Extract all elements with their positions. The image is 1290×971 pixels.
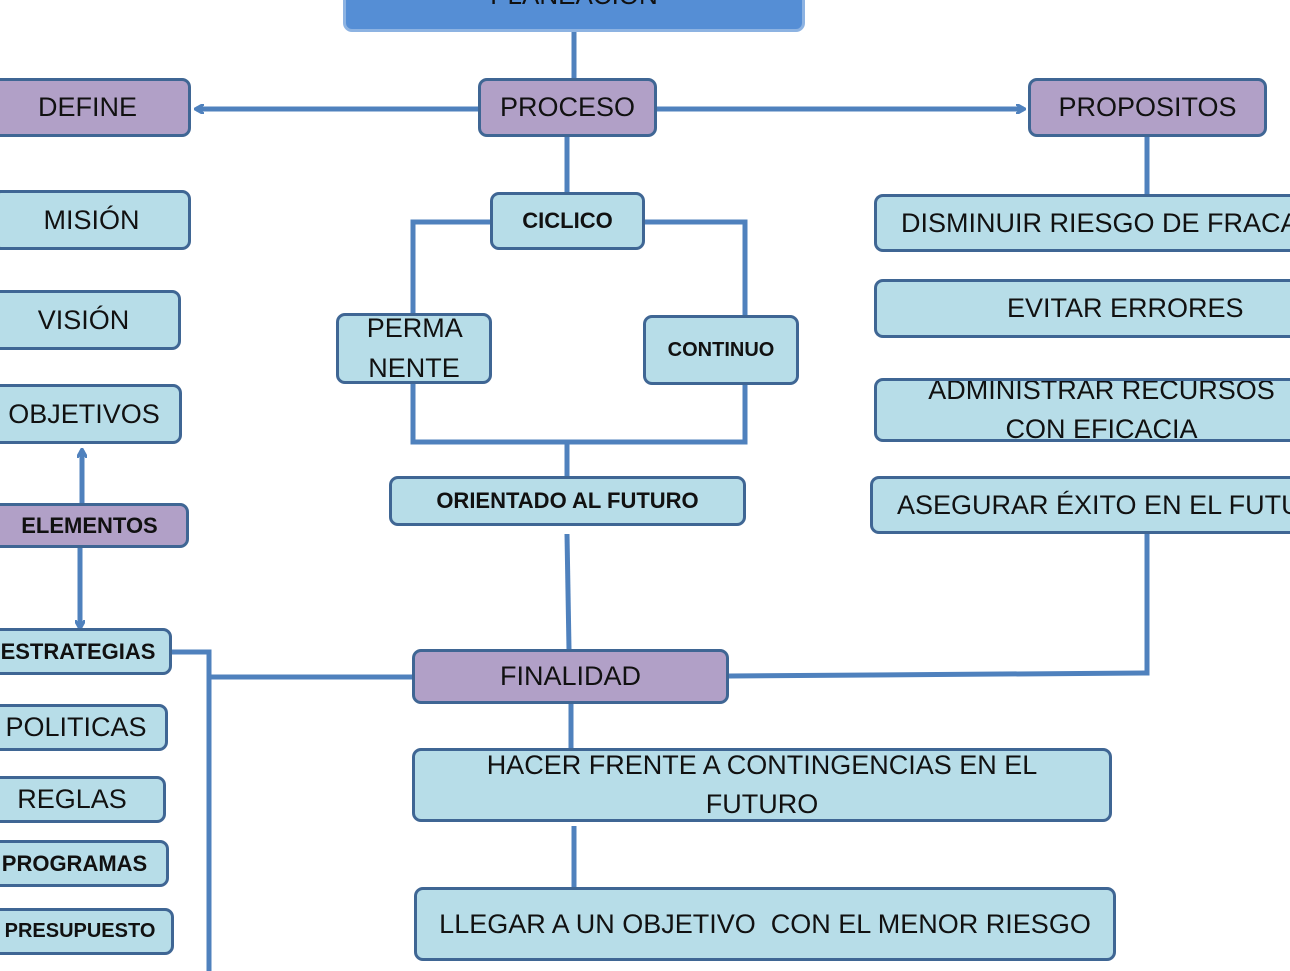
reglas-box: REGLAS [0,776,166,823]
elementos-box: ELEMENTOS [0,503,189,548]
evitar-errores-box: EVITAR ERRORES [874,279,1290,338]
vision-label: VISIÓN [37,304,130,335]
presupuesto-label: PRESUPUESTO [4,920,156,942]
define-box: DEFINE [0,78,191,137]
asegurar-exito-label: ASEGURAR ÉXITO EN EL FUTURO [897,489,1290,520]
finalidad-label: FINALIDAD [499,661,642,692]
administrar-recursos-label: ADMINISTRAR RECURSOS CON EFICACIA [928,378,1275,442]
llegar-objetivo-label: LLEGAR A UN OBJETIVO CON EL MENOR RIESGO [439,908,1091,939]
proceso-box: PROCESO [478,78,657,137]
orientado-box: ORIENTADO AL FUTURO [389,476,746,526]
propositos-box: PROPOSITOS [1028,78,1267,137]
title-text: PLANEACIÓN [490,0,658,13]
presupuesto-box: PRESUPUESTO [0,908,174,955]
propositos-label: PROPOSITOS [1058,92,1237,123]
mision-label: MISIÓN [43,204,140,235]
mision-box: MISIÓN [0,190,191,250]
contingencias-box: HACER FRENTE A CONTINGENCIAS EN EL FUTUR… [412,748,1112,822]
evitar-errores-label: EVITAR ERRORES [1007,293,1244,324]
administrar-recursos-box: ADMINISTRAR RECURSOS CON EFICACIA [874,378,1290,442]
llegar-objetivo-box: LLEGAR A UN OBJETIVO CON EL MENOR RIESGO [414,887,1116,961]
orientado-label: ORIENTADO AL FUTURO [436,488,699,514]
politicas-box: POLITICAS [0,704,168,751]
continuo-label: CONTINUO [667,338,775,361]
asegurar-exito-box: ASEGURAR ÉXITO EN EL FUTURO [870,476,1290,534]
ciclico-box: CICLICO [490,192,645,250]
estrategias-label: ESTRATEGIAS [0,638,156,664]
politicas-label: POLITICAS [5,712,147,743]
elementos-label: ELEMENTOS [21,512,158,538]
programas-box: PROGRAMAS [0,840,169,887]
title-box: PLANEACIÓN [343,0,805,32]
finalidad-box: FINALIDAD [412,649,729,704]
disminuir-riesgo-box: DISMINUIR RIESGO DE FRACASO [874,194,1290,252]
disminuir-riesgo-label: DISMINUIR RIESGO DE FRACASO [901,207,1290,238]
contingencias-label: HACER FRENTE A CONTINGENCIAS EN EL FUTUR… [486,749,1038,819]
objetivos-label: OBJETIVOS [8,398,160,429]
cycle-loop [410,219,748,445]
line-elementos-bracket [172,649,212,971]
continuo-box: CONTINUO [643,315,799,385]
permanente-label: PERMA NENTE [366,313,463,383]
estrategias-box: ESTRATEGIAS [0,628,172,675]
permanente-box: PERMA NENTE [336,313,492,384]
line-asegurar-finalidad [728,534,1150,679]
define-label: DEFINE [37,92,137,123]
line-orientado-finalidad [564,533,572,650]
ciclico-label: CICLICO [522,208,613,234]
proceso-label: PROCESO [499,92,636,123]
objetivos-box: OBJETIVOS [0,384,182,444]
reglas-label: REGLAS [17,784,127,815]
vision-box: VISIÓN [0,290,181,350]
programas-label: PROGRAMAS [1,850,148,876]
